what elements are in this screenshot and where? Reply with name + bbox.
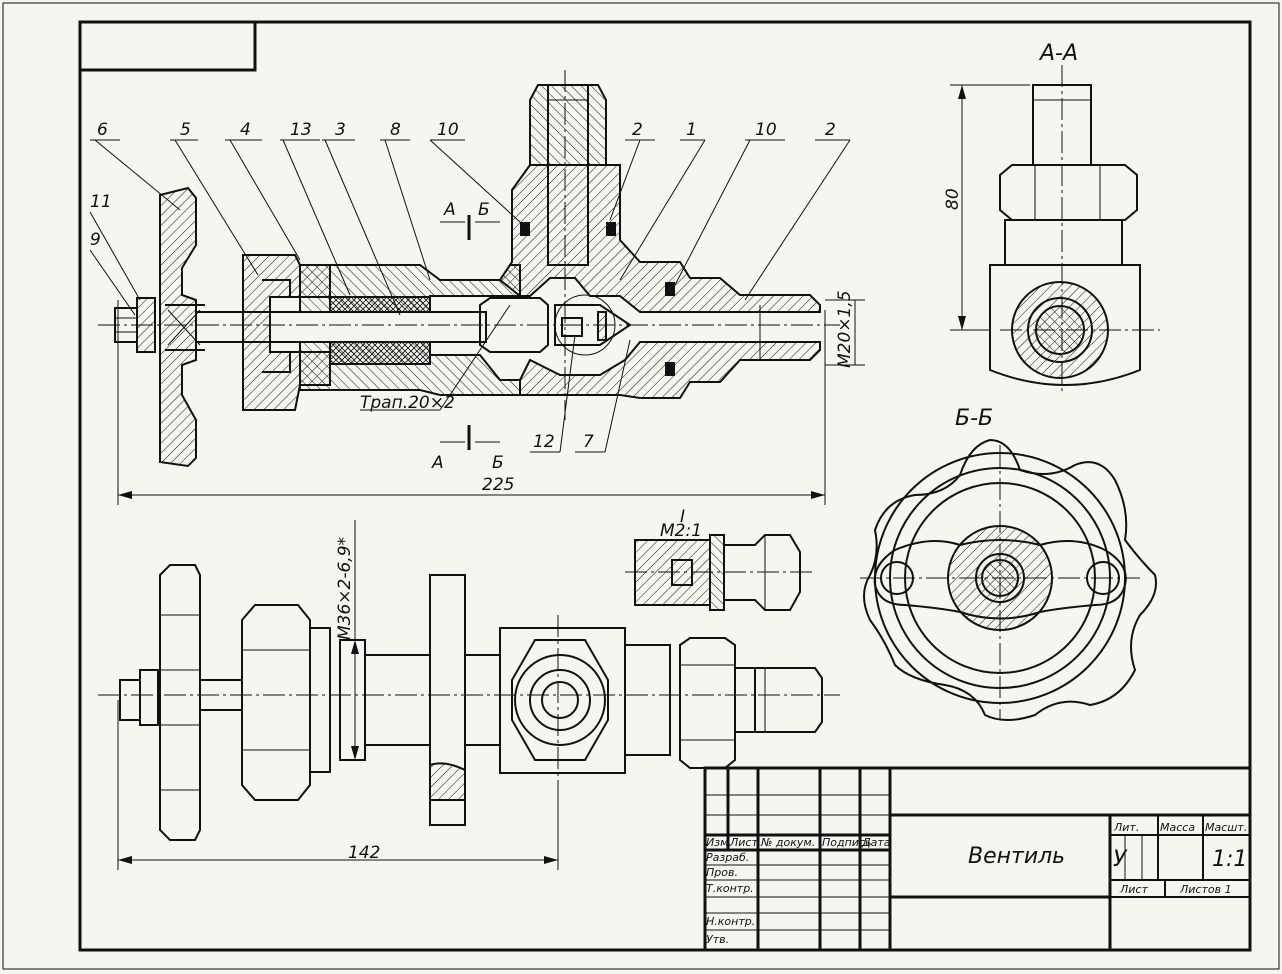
cut-b-bottom: Б xyxy=(492,453,504,473)
part-label: 9 xyxy=(90,230,101,250)
part-label: 12 xyxy=(533,432,555,452)
cut-a-top: А xyxy=(443,200,456,220)
section-b-b-view xyxy=(860,438,1157,721)
section-a-a-title: А-А xyxy=(1038,41,1078,66)
tb-col-list: Лист xyxy=(729,836,758,849)
main-section-view xyxy=(89,70,865,505)
inner-frame xyxy=(78,20,1252,952)
dim-m20: M20×1,5 xyxy=(835,290,855,368)
dim-overall: 225 xyxy=(482,475,514,495)
drawing-name: Вентиль xyxy=(968,844,1065,869)
tb-row-nkontr: Н.контр. xyxy=(706,915,755,928)
part-label: 7 xyxy=(583,432,594,452)
leader-lines xyxy=(89,139,851,453)
tb-lit: Лит. xyxy=(1113,821,1139,834)
corner-box xyxy=(80,22,257,72)
tb-row-tkontr: Т.контр. xyxy=(706,882,754,895)
tb-lit-value: У xyxy=(1113,847,1128,872)
section-a-a-view xyxy=(950,65,1160,395)
tb-sheet: Лист xyxy=(1119,883,1148,896)
tb-mass: Масса xyxy=(1160,821,1195,834)
bottom-exterior-view xyxy=(98,520,840,870)
detail-i-view xyxy=(625,534,815,611)
tb-col-date: Дата xyxy=(861,836,891,849)
tb-scale-value: 1:1 xyxy=(1212,847,1247,872)
detail-i-number: I xyxy=(680,507,685,527)
part-label: 6 xyxy=(97,120,108,140)
part-label: 4 xyxy=(240,120,251,140)
dim-m36: M36×2-6,9* xyxy=(335,537,355,640)
part-label: 8 xyxy=(390,120,401,140)
labels: А-А Б-Б I M2:1 А Б А Б 6 5 4 13 3 8 10 2… xyxy=(90,41,1247,946)
tb-scale: Масшт. xyxy=(1205,821,1247,834)
tb-sheets: Листов 1 xyxy=(1179,883,1232,896)
dim-80: 80 xyxy=(943,188,963,210)
part-label: 13 xyxy=(290,120,312,140)
tb-col-izm: Изм. xyxy=(706,836,732,849)
tb-col-sign: Подпись xyxy=(822,836,871,849)
title-block xyxy=(703,766,1252,952)
part-label: 10 xyxy=(755,120,777,140)
dim-142: 142 xyxy=(348,843,380,863)
tb-row-razrab: Разраб. xyxy=(706,851,749,864)
part-label: 10 xyxy=(437,120,459,140)
detail-i-scale: M2:1 xyxy=(660,521,702,541)
section-b-b-title: Б-Б xyxy=(955,406,993,431)
part-label: 1 xyxy=(686,120,697,140)
dim-trap: Трап.20×2 xyxy=(360,393,455,413)
part-label: 5 xyxy=(180,120,191,140)
cut-a-bottom: А xyxy=(431,453,444,473)
part-label: 11 xyxy=(90,192,112,212)
part-label: 2 xyxy=(632,120,643,140)
part-label: 3 xyxy=(335,120,346,140)
cut-b-top: Б xyxy=(478,200,490,220)
tb-row-utv: Утв. xyxy=(706,933,729,946)
tb-col-doc: № докум. xyxy=(760,836,815,849)
part-label: 2 xyxy=(825,120,836,140)
tb-row-prov: Пров. xyxy=(706,866,738,879)
